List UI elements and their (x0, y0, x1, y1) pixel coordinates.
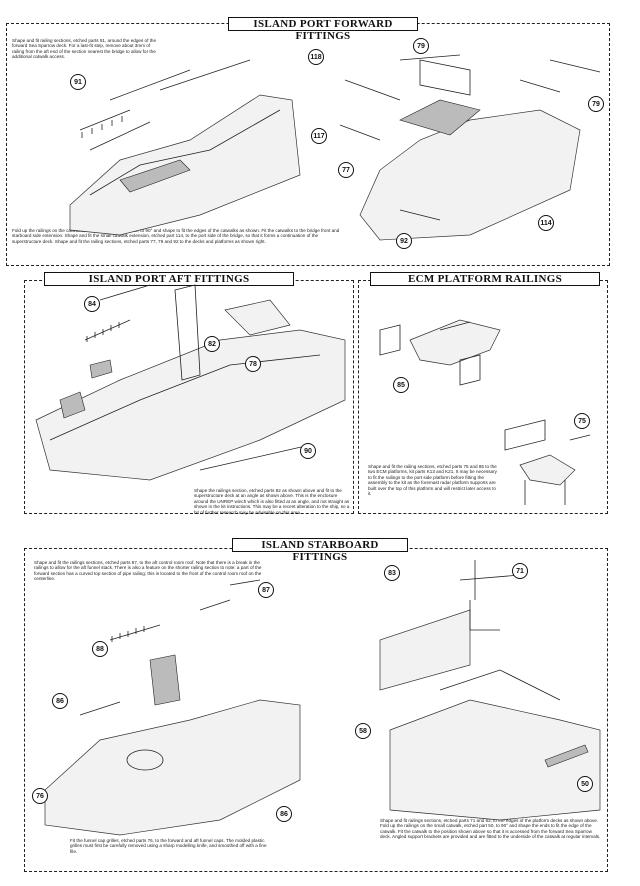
callout-79-right: 79 (588, 96, 604, 112)
callout-87: 87 (258, 582, 274, 598)
starboard-note-left: Fit the funnel cap grilles, etched parts… (70, 838, 267, 854)
callout-92: 92 (396, 233, 412, 249)
callout-91: 91 (70, 74, 86, 90)
callout-114: 114 (538, 215, 554, 231)
callout-90: 90 (300, 443, 316, 459)
callout-50: 50 (577, 776, 593, 792)
callout-75: 75 (574, 413, 590, 429)
ecm-note: Shape and fit the railing sections, etch… (368, 464, 497, 497)
starboard-title: ISLAND STARBOARD FITTINGS (232, 538, 408, 563)
callout-71: 71 (512, 563, 528, 579)
callout-86-right: 86 (276, 806, 292, 822)
callout-85: 85 (393, 377, 409, 393)
starboard-note-top: Shape and fit the railings sections, etc… (34, 560, 262, 582)
port-forward-title: ISLAND PORT FORWARD FITTINGS (228, 17, 418, 42)
port-forward-note-bottom: Fold up the railings on the catwalks, et… (12, 228, 340, 244)
port-aft-note: Shape the railings section, etched parts… (194, 488, 350, 515)
starboard-note-right: Shape and fit railings sections, etched … (380, 818, 601, 840)
callout-76: 76 (32, 788, 48, 804)
callout-79-top: 79 (413, 38, 429, 54)
ecm-title: ECM PLATFORM RAILINGS (370, 272, 600, 286)
callout-83: 83 (384, 565, 400, 581)
callout-77: 77 (338, 162, 354, 178)
callout-88: 88 (92, 641, 108, 657)
port-aft-title: ISLAND PORT AFT FITTINGS (44, 272, 294, 286)
callout-117: 117 (311, 128, 327, 144)
callout-86-left: 86 (52, 693, 68, 709)
callout-118: 118 (308, 49, 324, 65)
callout-58: 58 (355, 723, 371, 739)
callout-84: 84 (84, 296, 100, 312)
port-forward-note-top: Shape and fit railing sections, etched p… (12, 38, 157, 60)
callout-82: 82 (204, 336, 220, 352)
callout-78: 78 (245, 356, 261, 372)
